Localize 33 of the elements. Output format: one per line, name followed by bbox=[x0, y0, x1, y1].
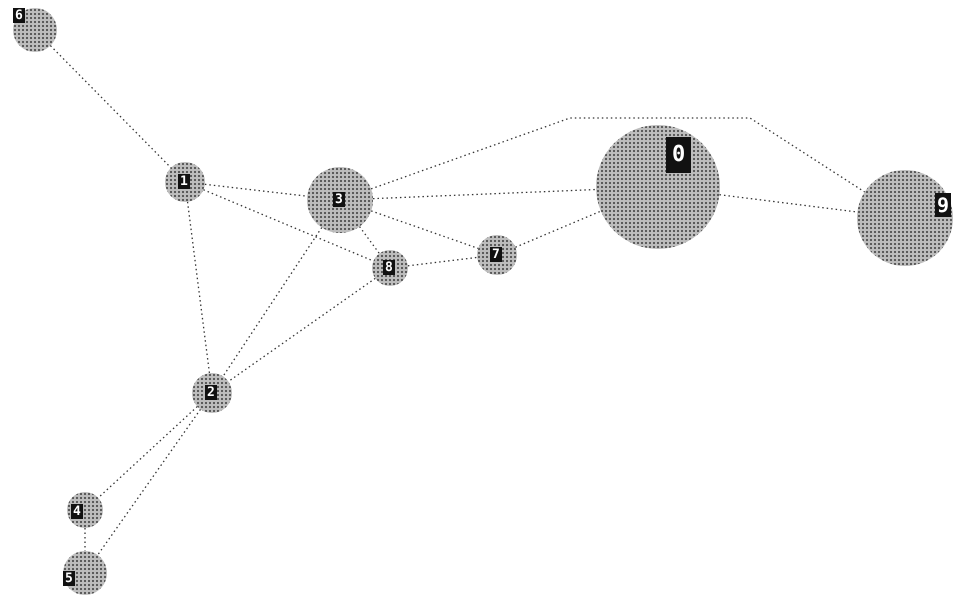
dotted-connector bbox=[515, 210, 602, 248]
dotted-connector bbox=[84, 528, 86, 551]
dotted-connector bbox=[204, 184, 308, 197]
dotted-connector bbox=[408, 256, 478, 266]
node-circle bbox=[192, 373, 232, 413]
node-label: 2 bbox=[205, 385, 217, 400]
dotted-connector bbox=[372, 188, 596, 200]
dotted-connector bbox=[203, 189, 374, 262]
node-circle bbox=[63, 551, 107, 595]
node-label: 7 bbox=[490, 247, 502, 262]
dotted-connector bbox=[186, 202, 210, 374]
node-label: 4 bbox=[71, 504, 83, 519]
node-circle bbox=[372, 250, 408, 286]
node-label: 8 bbox=[383, 260, 395, 275]
node-label: 5 bbox=[63, 571, 75, 586]
dotted-connector bbox=[719, 194, 858, 213]
dotted-connector bbox=[228, 278, 376, 382]
dotted-connector bbox=[370, 210, 478, 249]
node-label: 0 bbox=[666, 137, 692, 173]
node-circle bbox=[477, 235, 517, 275]
node-circle bbox=[13, 8, 57, 52]
dotted-connector bbox=[50, 45, 172, 168]
node-label: 1 bbox=[178, 174, 190, 189]
dotted-connector bbox=[98, 406, 198, 498]
node-circle bbox=[67, 492, 103, 528]
node-circle bbox=[165, 162, 205, 202]
node-label: 3 bbox=[333, 192, 345, 207]
node-label: 9 bbox=[935, 193, 952, 217]
dotted-connector bbox=[222, 227, 322, 377]
node-label: 6 bbox=[13, 8, 25, 23]
dotted-connector bbox=[97, 408, 201, 556]
dotted-connector bbox=[359, 226, 380, 254]
dotted-connector bbox=[370, 117, 866, 193]
